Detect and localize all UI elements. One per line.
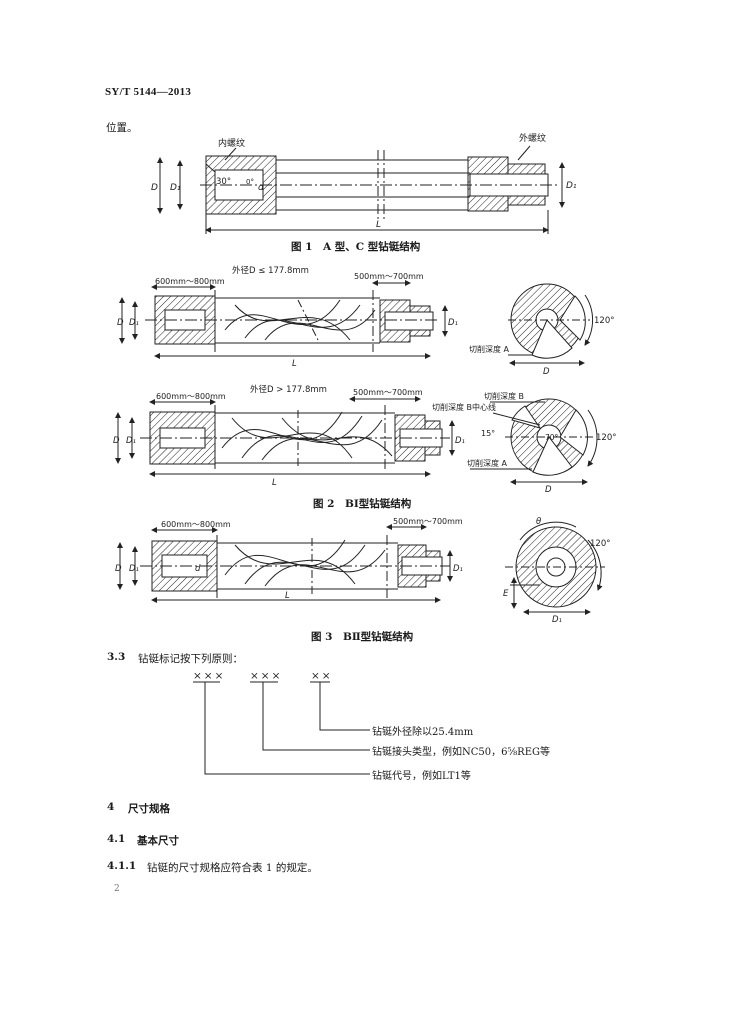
fig2-bottom-od-note: 外径D > 177.8mm xyxy=(250,384,327,395)
fig1-angle2-label: 0° xyxy=(246,178,254,186)
marking-explain-code: 钻铤代号，例如LT1等 xyxy=(372,771,471,782)
marking-code-3: ×× xyxy=(311,670,333,682)
section-4-1-number: 4.1 xyxy=(107,833,126,845)
fig3-D1-right: D₁ xyxy=(453,564,463,574)
fig1-D-label: D xyxy=(151,183,158,193)
figure-2-top-drawing xyxy=(119,280,594,366)
fig2-bottom-angle70: 70° xyxy=(545,433,559,442)
marking-diagram xyxy=(193,681,370,775)
fig2-bottom-len1: 600mm～800mm xyxy=(156,392,226,401)
marking-code-1: ××× xyxy=(193,670,226,682)
figure-2-bottom-drawing xyxy=(115,396,598,485)
figure-1-drawing xyxy=(157,145,565,234)
fig1-inner-thread-label: 内螺纹 xyxy=(218,137,245,149)
fig2-bottom-D: D xyxy=(113,436,120,446)
fig2-bottom-angle15: 15° xyxy=(481,429,495,438)
fig3-theta: θ xyxy=(536,517,542,527)
fig1-D1-right-label: D₁ xyxy=(566,181,577,191)
fig2-bottom-cut-b-center: 切削深度 B中心线 xyxy=(432,402,496,412)
figure-3-caption: 图 3 BⅡ型钻铤结构 xyxy=(311,631,414,643)
fig2-top-angle: 120° xyxy=(594,316,614,326)
figure-3-drawing xyxy=(117,521,605,615)
fig2-top-len1: 600mm～800mm xyxy=(155,277,225,286)
fig3-len1: 600mm～800mm xyxy=(161,520,231,529)
fig2-bottom-cut-b: 切削深度 B xyxy=(484,391,524,401)
fig2-bottom-D-section: D xyxy=(545,485,552,495)
fig1-angle-label: 30° xyxy=(216,177,231,187)
section-4-number: 4 xyxy=(107,801,115,813)
fig2-top-od-note: 外径D ≤ 177.8mm xyxy=(232,265,309,276)
intro-text: 位置。 xyxy=(106,122,138,134)
fig2-top-len2: 500mm～700mm xyxy=(354,272,424,281)
fig1-L-label: L xyxy=(376,220,381,230)
fig2-top-L: L xyxy=(292,359,297,369)
figure-2-caption: 图 2 BⅠ型钻铤结构 xyxy=(313,498,412,510)
page-number: 2 xyxy=(114,884,120,894)
fig2-top-D-section: D xyxy=(543,367,550,377)
fig2-bottom-L: L xyxy=(272,478,277,488)
fig2-bottom-angle120: 120° xyxy=(596,433,616,443)
marking-explain-od: 钻铤外径除以25.4mm xyxy=(372,727,474,738)
fig3-E: E xyxy=(503,589,509,599)
marking-code-2: ××× xyxy=(250,670,283,682)
section-4-1-title: 基本尺寸 xyxy=(137,835,179,847)
fig2-bottom-len2: 500mm～700mm xyxy=(353,388,423,397)
fig1-d-label: d xyxy=(258,183,264,193)
section-4-1-1-number: 4.1.1 xyxy=(107,860,137,872)
section-3-3-text: 钻铤标记按下列原则： xyxy=(138,653,243,665)
fig2-top-D: D xyxy=(117,318,124,328)
fig3-D1: D₁ xyxy=(129,564,139,574)
figure-1-caption: 图 1 A 型、C 型钻铤结构 xyxy=(291,241,421,253)
fig2-top-D1-right: D₁ xyxy=(448,318,458,328)
fig2-bottom-D1: D₁ xyxy=(126,436,136,446)
section-4-1-1-text: 钻铤的尺寸规格应符合表 1 的规定。 xyxy=(147,862,318,874)
fig3-L: L xyxy=(285,591,290,601)
fig2-bottom-D1-right: D₁ xyxy=(455,436,465,446)
fig2-bottom-cut-a: 切削深度 A xyxy=(467,458,508,468)
section-3-3-number: 3.3 xyxy=(107,651,126,663)
marking-explain-connection: 钻铤接头类型，例如NC50，6⅝REG等 xyxy=(372,747,550,758)
fig3-d: d xyxy=(195,564,201,574)
fig3-D1-section: D₁ xyxy=(552,615,562,625)
fig3-len2: 500mm～700mm xyxy=(393,517,463,526)
document-id: SY/T 5144—2013 xyxy=(105,86,192,98)
fig3-D: D xyxy=(115,564,122,574)
fig1-D1-label: D₁ xyxy=(170,183,181,193)
fig2-top-cut-a: 切削深度 A xyxy=(469,344,510,354)
fig2-top-D1: D₁ xyxy=(129,318,139,328)
fig1-outer-thread-label: 外螺纹 xyxy=(519,132,546,144)
fig3-angle: 120° xyxy=(590,539,610,549)
section-4-title: 尺寸规格 xyxy=(128,803,170,815)
